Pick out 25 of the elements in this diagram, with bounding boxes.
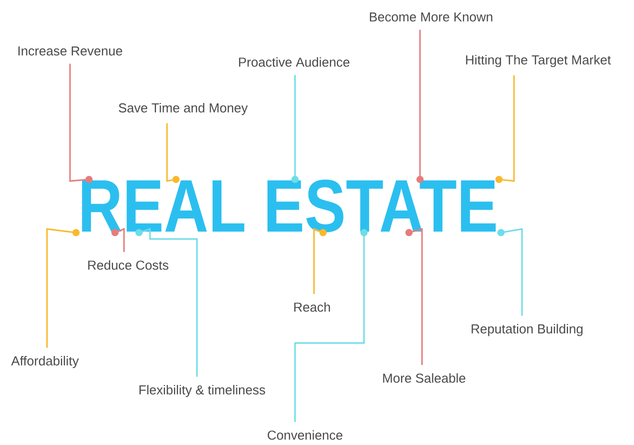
label-text: Reputation Building [472, 324, 582, 336]
leader-line [69, 64, 93, 184]
label-text: Flexibility & timeliness [140, 384, 266, 398]
label-text: Become More Known [370, 12, 492, 22]
leader-line [405, 228, 423, 366]
label-text: Reduce Costs [88, 260, 168, 270]
leader-line [495, 75, 515, 184]
leader-line [111, 228, 125, 252]
leader-line [291, 74, 299, 184]
label-text: Hitting The Target Market [466, 54, 611, 68]
leader-line [497, 228, 523, 316]
leader-line [416, 30, 424, 184]
label-text: Increase Revenue [18, 46, 122, 56]
leader-line [135, 228, 198, 377]
label-text: More Saleable [383, 373, 466, 383]
label-text: Convenience [268, 430, 342, 440]
leader-line [46, 228, 80, 348]
leader-line [294, 228, 368, 422]
leader-line [313, 228, 327, 294]
label-text: Proactive Audience [239, 57, 350, 67]
title-text: REAL ESTATE [82, 180, 496, 232]
label-text: Save Time and Money [118, 102, 248, 116]
label-text: Reach [294, 302, 330, 312]
leader-line [166, 123, 180, 184]
label-text: Affordability [11, 356, 79, 368]
